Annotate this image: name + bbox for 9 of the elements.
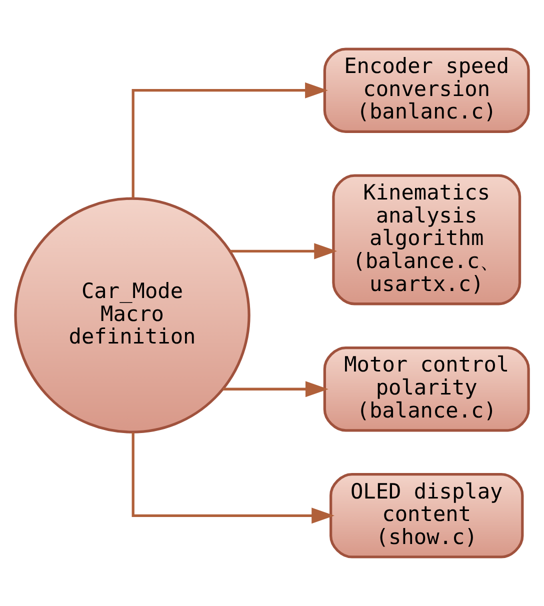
arrow [230,243,338,260]
arrow [132,82,328,198]
node-box: OLED display content (show.c) [330,473,524,558]
node-box: Encoder speed conversion (banlanc.c) [323,48,530,133]
node-box: Motor control polarity (balance.c) [323,346,530,432]
node-box: Kinematics analysis algorithm (balance.c、 usartx.c) [332,174,522,306]
node-circle: Car_Mode Macro definition [14,197,250,434]
arrow [132,432,334,524]
arrow [222,381,328,398]
